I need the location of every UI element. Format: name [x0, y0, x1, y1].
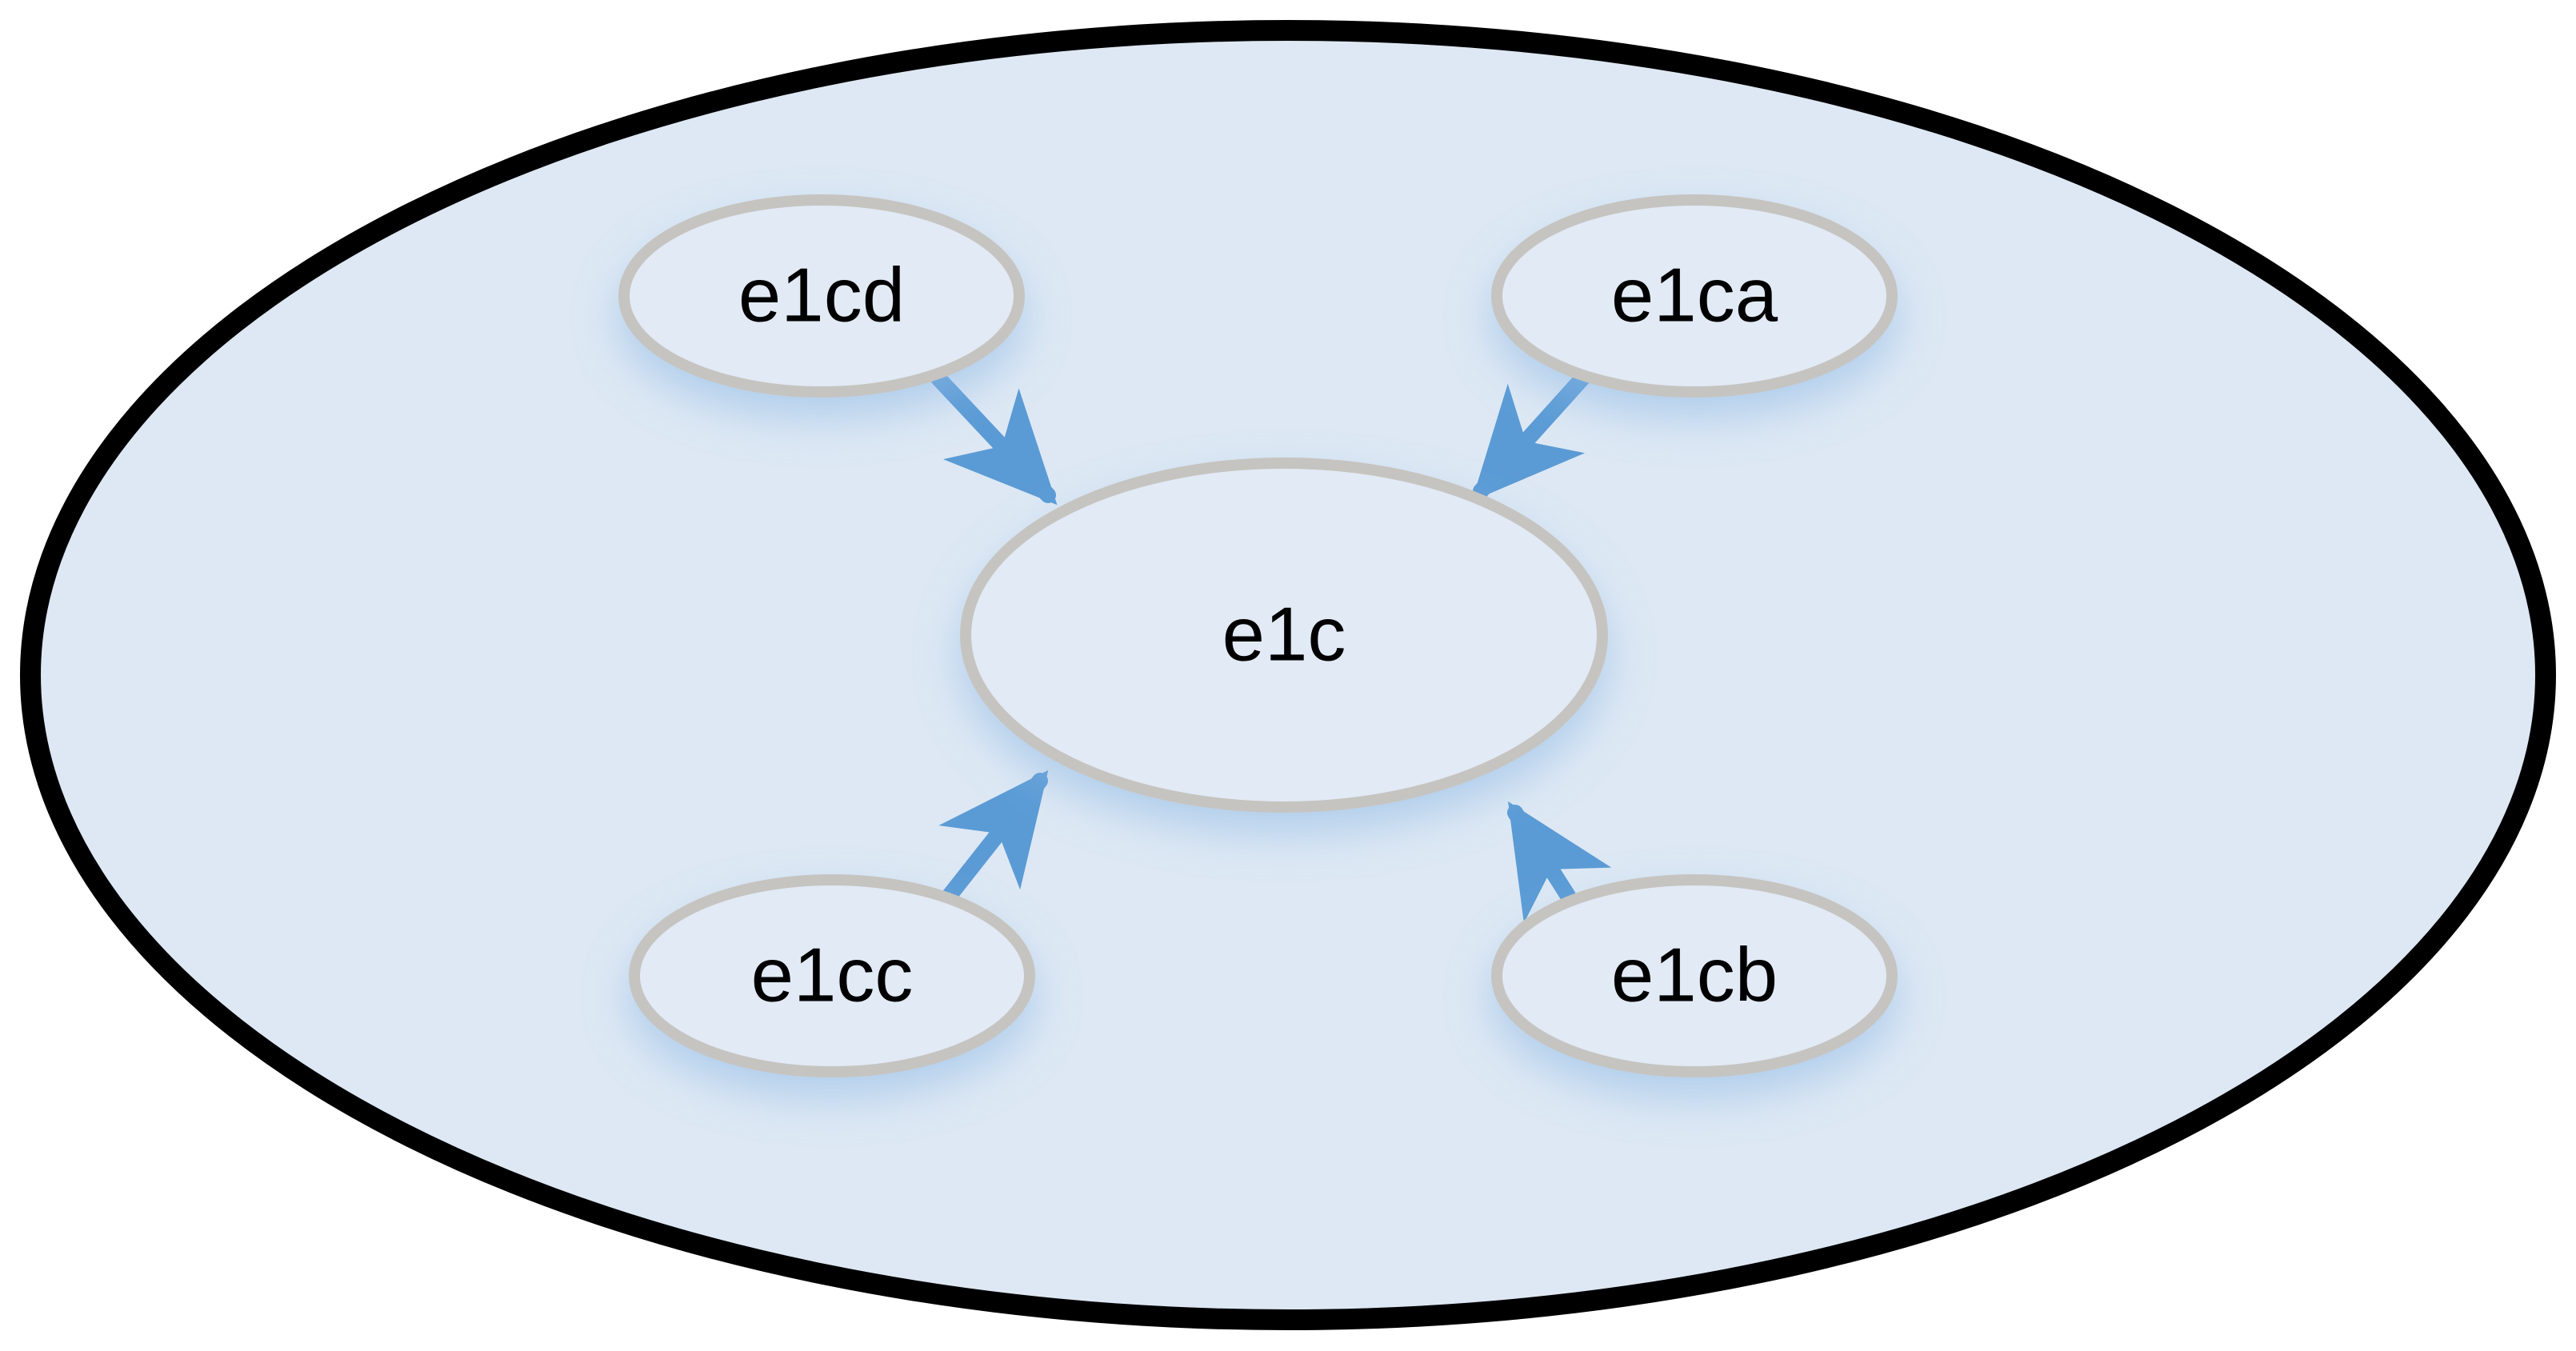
edge-e1ca-to-e1c[interactable]	[1471, 370, 1590, 502]
node-e1cd-label: e1cd	[738, 252, 905, 338]
edge-e1cb-to-e1c[interactable]	[1507, 801, 1612, 924]
node-e1cd-ellipse[interactable]	[618, 194, 1025, 398]
node-e1c-label: e1c	[1222, 591, 1346, 677]
node-e1cb[interactable]: e1cb	[1491, 874, 1898, 1077]
edge-e1cd-to-e1c[interactable]	[930, 370, 1058, 506]
edge-e1cc-to-e1c[interactable]	[938, 769, 1049, 905]
node-e1ca[interactable]: e1ca	[1491, 194, 1898, 398]
node-e1cc[interactable]: e1cc	[629, 874, 1035, 1077]
node-e1ca-label: e1ca	[1611, 252, 1778, 338]
node-e1ca-ellipse[interactable]	[1491, 194, 1898, 398]
node-e1cb-ellipse[interactable]	[1491, 874, 1898, 1077]
edge-layer	[930, 370, 1612, 924]
node-e1cc-ellipse[interactable]	[629, 874, 1035, 1077]
node-e1cb-label: e1cb	[1611, 932, 1778, 1017]
node-e1c[interactable]: e1c	[960, 458, 1608, 813]
node-e1cd[interactable]: e1cd	[618, 194, 1025, 398]
node-e1cc-label: e1cc	[751, 932, 914, 1017]
node-e1c-ellipse[interactable]	[960, 458, 1608, 813]
